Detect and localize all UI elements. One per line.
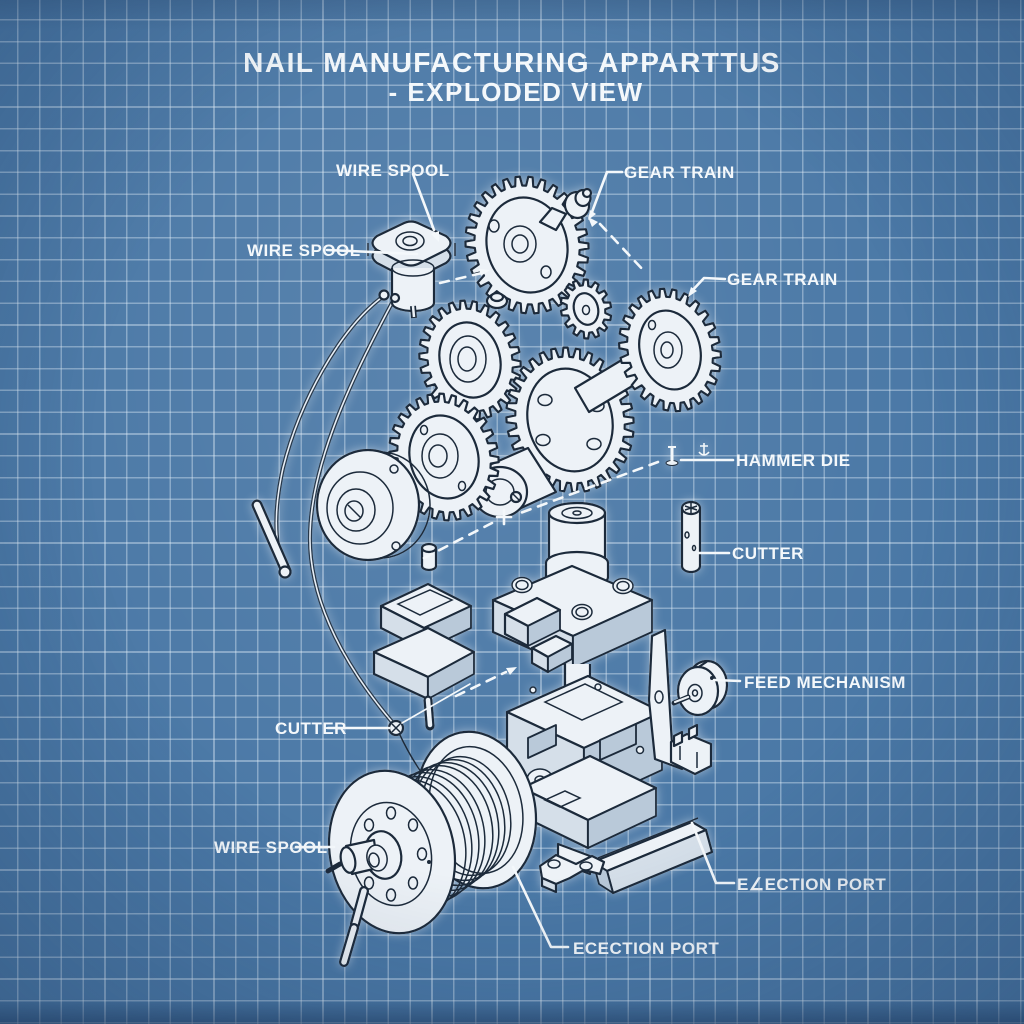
bracket-drawing	[538, 853, 606, 894]
wire-drawing	[251, 295, 438, 795]
label-cutter-left: CUTTER	[275, 719, 347, 738]
label-ejection-port-right: E∠ECTION PORT	[737, 875, 886, 894]
die-block-drawing	[372, 582, 476, 731]
label-ejection-port-bottom: ECECTION PORT	[573, 939, 719, 958]
feed-roller-drawing	[671, 659, 729, 717]
label-feed-mechanism: FEED MECHANISM	[744, 673, 906, 692]
label-wire-spool-left: WIRE SPOOL	[247, 241, 361, 260]
title-line-2: - EXPLODED VIEW	[388, 77, 643, 107]
wire-spool-reel-drawing	[325, 730, 538, 967]
label-hammer-die: HAMMER DIE	[736, 451, 851, 470]
title: NAIL MANUFACTURING APPARTTUS - EXPLODED …	[243, 47, 781, 107]
cutter-pin-drawing	[680, 500, 702, 574]
screw-drawing	[509, 490, 523, 504]
title-line-1: NAIL MANUFACTURING APPARTTUS	[243, 47, 781, 78]
label-wire-spool-bottom: WIRE SPOOL	[214, 838, 328, 857]
plate-bolts	[511, 576, 634, 621]
motor-drum-drawing	[315, 448, 431, 562]
label-gear-train-right: GEAR TRAIN	[727, 270, 838, 289]
part-labels: WIRE SPOOL WIRE SPOOL GEAR TRAIN GEAR TR…	[214, 161, 906, 958]
gear-train-drawing	[388, 175, 723, 522]
hammer-die-parts-drawing	[665, 443, 710, 466]
leader-lines	[294, 170, 742, 949]
dashed-guides	[401, 217, 660, 724]
press-assembly-drawing	[491, 501, 713, 876]
label-wire-spool-top: WIRE SPOOL	[336, 161, 450, 180]
label-gear-train-top: GEAR TRAIN	[624, 163, 735, 182]
label-cutter-right: CUTTER	[732, 544, 804, 563]
machine-parts	[251, 175, 729, 967]
wire-spool-plate-drawing	[367, 220, 456, 319]
cutter-ball-drawing	[387, 719, 405, 737]
